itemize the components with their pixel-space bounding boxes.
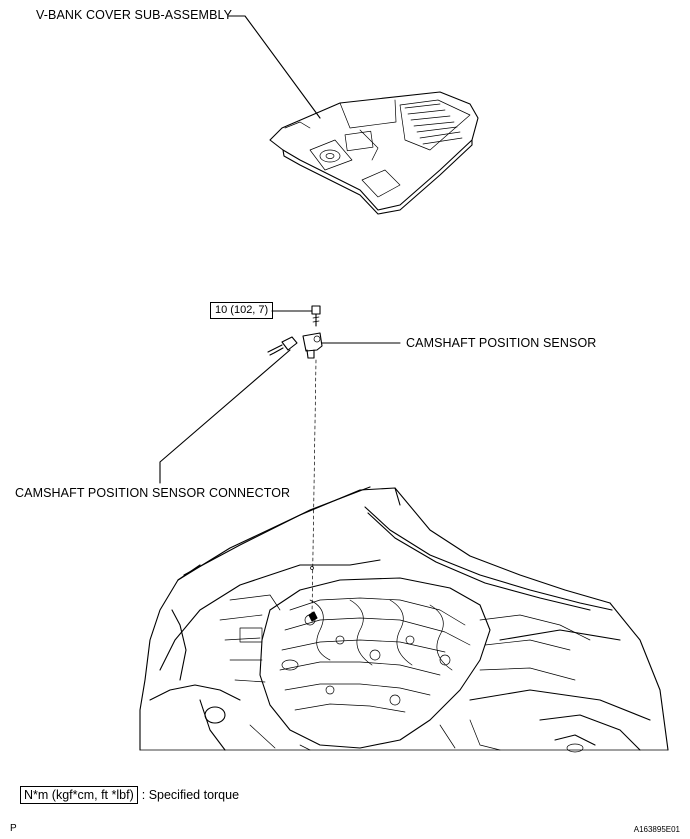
camshaft-sensor-label: CAMSHAFT POSITION SENSOR bbox=[406, 336, 597, 350]
vbank-cover-leader bbox=[227, 15, 321, 119]
legend-unit-box: N*m (kgf*cm, ft *lbf) bbox=[20, 786, 138, 804]
legend-text: : Specified torque bbox=[141, 788, 240, 802]
bolt-drawing bbox=[311, 305, 321, 327]
camshaft-sensor-drawing bbox=[302, 332, 323, 359]
install-dashed-line bbox=[311, 359, 317, 616]
torque-value-box: 10 (102, 7) bbox=[210, 302, 274, 319]
footer-left-mark: P bbox=[10, 823, 17, 834]
engine-bay-drawing bbox=[139, 486, 669, 753]
figure-code: A163895E01 bbox=[633, 825, 680, 834]
camshaft-sensor-connector-label: CAMSHAFT POSITION SENSOR CONNECTOR bbox=[15, 486, 291, 500]
vbank-cover-drawing bbox=[269, 91, 479, 215]
vbank-cover-label: V-BANK COVER SUB-ASSEMBLY bbox=[36, 8, 233, 22]
sensor-connector-drawing bbox=[267, 336, 298, 356]
torque-legend: N*m (kgf*cm, ft *lbf) : Specified torque bbox=[20, 786, 239, 804]
connector-leader bbox=[159, 349, 291, 484]
